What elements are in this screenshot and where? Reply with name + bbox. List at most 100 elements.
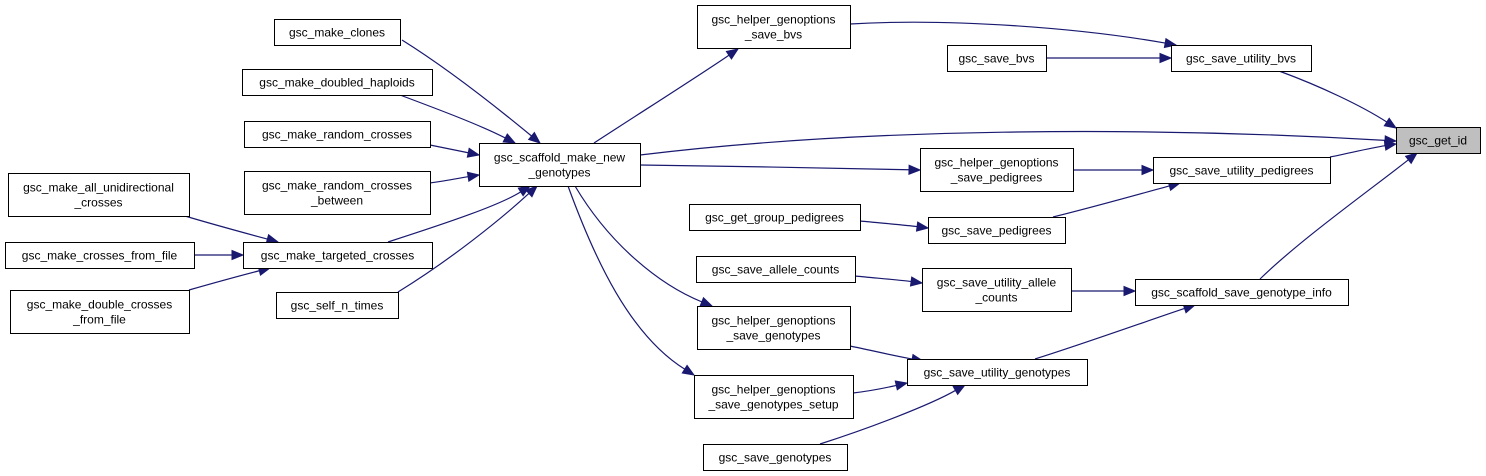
node-gsc_self_n_times[interactable]: gsc_self_n_times: [276, 292, 399, 319]
node-box: [920, 148, 1074, 192]
node-box: [10, 290, 190, 334]
node-label: _genotypes: [527, 166, 590, 180]
node-box: [242, 69, 433, 96]
edge-line: [387, 191, 522, 243]
arrowhead-icon: [1141, 164, 1155, 176]
node-box: [907, 359, 1088, 386]
node-gsc_helper_genoptions_save_pedigrees[interactable]: gsc_helper_genoptions_save_pedigrees: [920, 148, 1074, 192]
edge-gsc_save_utility_allele_counts-to-gsc_scaffold_save_genotype_info: [1070, 285, 1137, 297]
node-gsc_save_utility_genotypes[interactable]: gsc_save_utility_genotypes: [907, 359, 1088, 386]
node-gsc_get_group_pedigrees[interactable]: gsc_get_group_pedigrees: [689, 204, 861, 231]
node-gsc_helper_genoptions_save_bvs[interactable]: gsc_helper_genoptions_save_bvs: [697, 5, 851, 49]
node-box: [696, 256, 856, 283]
edge-line: [429, 176, 469, 184]
node-label: gsc_save_utility_allele: [937, 276, 1057, 290]
node-box: [1153, 157, 1331, 184]
edge-line: [1052, 185, 1170, 218]
node-box: [479, 143, 641, 187]
edge-gsc_helper_genoptions_save_genotypes_setup-to-gsc_save_utility_genotypes: [852, 380, 909, 394]
node-gsc_save_utility_pedigrees[interactable]: gsc_save_utility_pedigrees: [1153, 157, 1331, 184]
node-gsc_make_doubled_haploids[interactable]: gsc_make_doubled_haploids: [242, 69, 433, 96]
node-gsc_helper_genoptions_save_genotypes[interactable]: gsc_helper_genoptions_save_genotypes: [697, 306, 851, 350]
node-gsc_save_bvs[interactable]: gsc_save_bvs: [947, 45, 1047, 72]
edge-gsc_make_all_unidirectional_crosses-to-gsc_make_targeted_crosses: [184, 215, 280, 245]
node-label: _save_genotypes: [725, 329, 820, 343]
node-box: [1135, 279, 1349, 306]
edge-line: [184, 215, 268, 240]
edge-gsc_make_double_crosses_from_file-to-gsc_make_targeted_crosses: [188, 265, 272, 291]
node-label: gsc_self_n_times: [291, 299, 384, 313]
edge-gsc_make_random_crosses-to-gsc_scaffold_make_new_genotypes: [429, 144, 481, 158]
node-label: _save_genotypes_setup: [707, 398, 838, 412]
arrowhead-icon: [681, 364, 696, 376]
arrowhead-icon: [915, 221, 930, 232]
arrowhead-icon: [699, 296, 714, 307]
node-label: _crosses: [73, 196, 122, 210]
node-box: [1396, 127, 1481, 154]
node-gsc_save_pedigrees[interactable]: gsc_save_pedigrees: [928, 217, 1066, 244]
node-gsc_make_all_unidirectional_crosses[interactable]: gsc_make_all_unidirectional_crosses: [8, 173, 190, 217]
arrowhead-icon: [1404, 152, 1419, 165]
edge-gsc_get_group_pedigrees-to-gsc_save_pedigrees: [859, 220, 930, 232]
node-gsc_scaffold_save_genotype_info[interactable]: gsc_scaffold_save_genotype_info: [1135, 279, 1349, 306]
node-gsc_make_random_crosses[interactable]: gsc_make_random_crosses: [244, 121, 431, 148]
edge-line: [188, 270, 260, 291]
arrowhead-icon: [894, 380, 909, 391]
edge-line: [854, 275, 912, 283]
arrowhead-icon: [527, 131, 542, 144]
node-gsc_make_double_crosses_from_file[interactable]: gsc_make_double_crosses_from_file: [10, 290, 190, 334]
node-box: [1171, 45, 1312, 72]
edge-line: [397, 193, 530, 293]
arrowhead-icon: [1383, 117, 1398, 129]
node-gsc_make_random_crosses_between[interactable]: gsc_make_random_crosses_between: [244, 171, 431, 215]
node-label: gsc_make_targeted_crosses: [261, 249, 414, 263]
edge-line: [849, 21, 1166, 44]
node-gsc_make_crosses_from_file[interactable]: gsc_make_crosses_from_file: [5, 242, 195, 269]
node-box: [274, 19, 401, 46]
edge-gsc_save_utility_pedigrees-to-gsc_get_id: [1329, 140, 1398, 158]
node-gsc_save_allele_counts[interactable]: gsc_save_allele_counts: [696, 256, 856, 283]
node-label: gsc_save_bvs: [958, 52, 1034, 66]
node-gsc_get_id[interactable]: gsc_get_id: [1396, 127, 1481, 154]
node-box: [276, 292, 399, 319]
edge-line: [639, 130, 1386, 156]
node-label: gsc_make_clones: [289, 26, 385, 40]
node-box: [8, 173, 190, 217]
node-gsc_save_utility_allele_counts[interactable]: gsc_save_utility_allele_counts: [922, 268, 1072, 312]
node-label: _from_file: [72, 313, 126, 327]
edge-gsc_save_utility_bvs-to-gsc_get_id: [1278, 70, 1398, 129]
node-label: gsc_get_id: [1409, 134, 1467, 148]
node-box: [947, 45, 1047, 72]
edge-gsc_save_bvs-to-gsc_save_utility_bvs: [1046, 52, 1173, 64]
node-gsc_make_targeted_crosses[interactable]: gsc_make_targeted_crosses: [243, 242, 433, 269]
node-gsc_save_genotypes[interactable]: gsc_save_genotypes: [703, 444, 848, 471]
edge-gsc_scaffold_make_new_genotypes-to-gsc_helper_genoptions_save_bvs: [593, 48, 740, 144]
node-label: gsc_scaffold_save_genotype_info: [1151, 286, 1332, 300]
node-label: gsc_save_utility_genotypes: [924, 366, 1071, 380]
edge-line: [639, 164, 910, 171]
node-label: gsc_scaffold_make_new: [494, 151, 626, 165]
edges-layer: [184, 21, 1419, 445]
edge-line: [401, 39, 532, 137]
edge-line: [1259, 159, 1409, 280]
node-box: [694, 375, 854, 419]
node-gsc_helper_genoptions_save_genotypes_setup[interactable]: gsc_helper_genoptions_save_genotypes_set…: [694, 375, 854, 419]
node-gsc_save_utility_bvs[interactable]: gsc_save_utility_bvs: [1171, 45, 1312, 72]
edge-gsc_scaffold_save_genotype_info-to-gsc_get_id: [1259, 152, 1419, 280]
node-label: gsc_make_double_crosses: [27, 298, 172, 312]
arrowhead-icon: [502, 133, 517, 144]
edge-gsc_make_clones-to-gsc_scaffold_make_new_genotypes: [401, 39, 542, 144]
edge-line: [852, 384, 897, 394]
edge-gsc_scaffold_make_new_genotypes-to-gsc_helper_genoptions_save_genotypes_setup: [567, 185, 696, 376]
node-gsc_scaffold_make_new_genotypes[interactable]: gsc_scaffold_make_new_genotypes: [479, 143, 641, 187]
node-label: gsc_helper_genoptions: [934, 156, 1058, 170]
edge-gsc_scaffold_make_new_genotypes-to-gsc_helper_genoptions_save_pedigrees: [639, 164, 922, 175]
node-label: gsc_save_genotypes: [719, 451, 832, 465]
node-box: [697, 5, 851, 49]
node-gsc_make_clones[interactable]: gsc_make_clones: [274, 19, 401, 46]
node-box: [5, 242, 195, 269]
arrowhead-icon: [909, 276, 924, 287]
edge-gsc_self_n_times-to-gsc_scaffold_make_new_genotypes: [397, 185, 538, 293]
arrowhead-icon: [466, 147, 481, 158]
node-label: gsc_save_allele_counts: [712, 263, 839, 277]
